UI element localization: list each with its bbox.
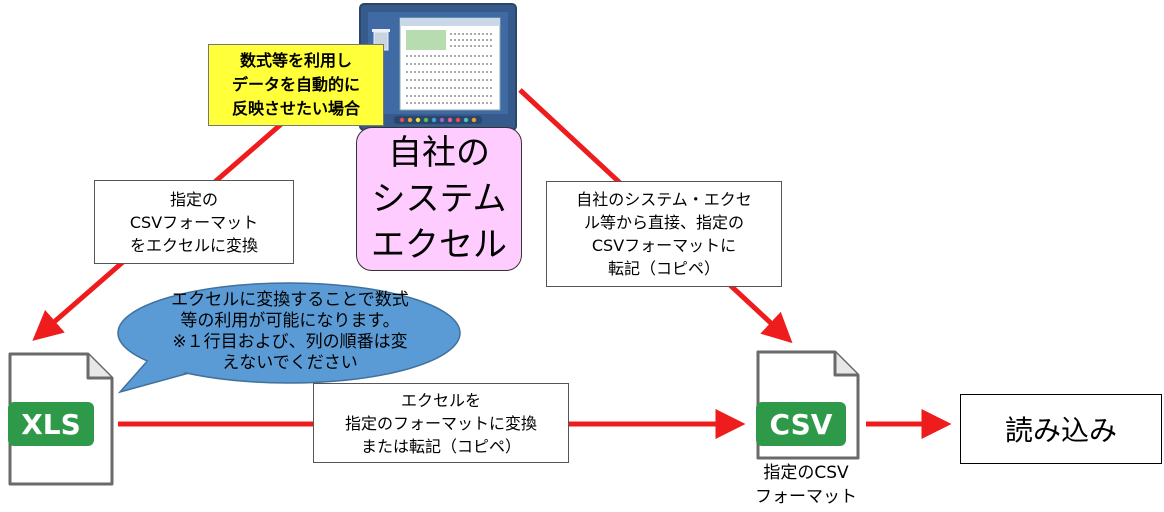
xls-badge: XLS: [8, 402, 94, 446]
monitor-note: 数式等を利用し データを自動的に 反映させたい場合: [208, 44, 384, 126]
left-conversion-label: 指定の CSVフォーマット をエクセルに変換: [94, 180, 294, 264]
csv-badge: CSV: [756, 402, 846, 446]
load-box: 読み込み: [960, 394, 1162, 464]
csv-format-caption: 指定のCSV フォーマット: [755, 463, 857, 507]
right-transfer-label: 自社のシステム・エクセ ル等から直接、指定の CSVフォーマットに 転記（コピペ…: [546, 181, 782, 287]
bottom-conversion-label: エクセルを 指定のフォーマットに変換 または転記（コピペ）: [313, 383, 569, 463]
system-box: 自社の システム エクセル: [356, 127, 522, 271]
speech-bubble-text: エクセルに変換することで数式 等の利用が可能になります。 ※１行目および、列の順…: [171, 290, 409, 373]
speech-bubble-shape: [117, 282, 461, 394]
